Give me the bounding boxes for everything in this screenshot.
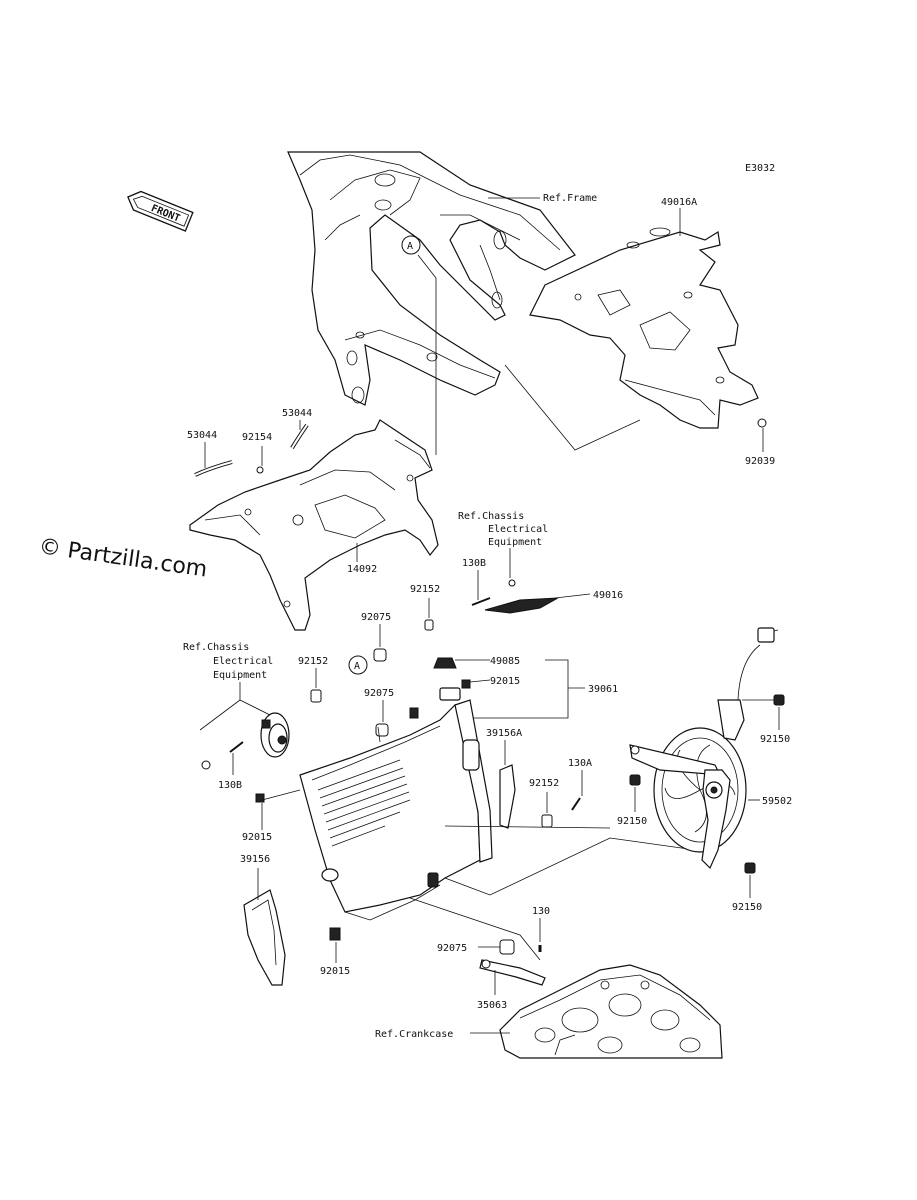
callout-a-bottom-label: A: [354, 661, 360, 672]
bolt-130B-left: 130B: [201, 741, 244, 791]
bolt-130B-top: 130B: [462, 558, 516, 606]
ref-crankcase-label: Ref.Crankcase: [375, 1029, 453, 1040]
frame-illustration: Ref.Frame: [287, 151, 597, 406]
part-59502-label: 59502: [762, 796, 792, 807]
horn-component: [260, 712, 290, 758]
part-49016A-label: 49016A: [661, 197, 697, 208]
part-92075-top-label: 92075: [361, 612, 391, 623]
guard-plate-49016A: 49016A: [529, 197, 759, 429]
ref-frame-label: Ref.Frame: [543, 193, 597, 204]
cap-49085: 49085: [433, 656, 520, 669]
bracket-39061-line: [455, 659, 569, 719]
part-130-label: 130: [532, 906, 550, 917]
stay-35063: 35063: [477, 959, 546, 1011]
part-39061-label: 39061: [588, 684, 618, 695]
crankcase-illustration: Ref.Crankcase: [375, 964, 723, 1059]
grommet-92075-top: 92075: [361, 612, 391, 662]
part-49085-label: 49085: [490, 656, 520, 667]
part-53044-left-label: 53044: [187, 430, 217, 441]
tube-53044-right: 53044: [282, 408, 312, 450]
bolt-92152-left: 92152: [298, 656, 328, 703]
part-92150-left-label: 92150: [617, 816, 647, 827]
grommet-92075-mid: 92075: [364, 688, 394, 737]
part-92154-label: 92154: [242, 432, 272, 443]
part-92039-label: 92039: [745, 456, 775, 467]
connector-line-callout: [417, 254, 437, 279]
part-92150-bottom-label: 92150: [732, 902, 762, 913]
part-39156A-label: 39156A: [486, 728, 522, 739]
callout-a-top: A: [401, 235, 421, 255]
part-130B-top-label: 130B: [462, 558, 486, 569]
pad-49016: 49016: [484, 590, 623, 614]
part-92015-top-label: 92015: [490, 676, 520, 687]
connector-line-stay: [409, 897, 541, 961]
ref-chassis-left-line1: Ref.Chassis: [183, 642, 249, 653]
part-92150-top-label: 92150: [760, 734, 790, 745]
callout-a-bottom: A: [348, 655, 368, 675]
part-92015-left-label: 92015: [242, 832, 272, 843]
part-92075-mid-label: 92075: [364, 688, 394, 699]
part-92152-top-label: 92152: [410, 584, 440, 595]
part-92152-right-label: 92152: [529, 778, 559, 789]
part-130A-label: 130A: [568, 758, 592, 769]
bolt-92152-right: 92152: [529, 778, 559, 828]
part-35063-label: 35063: [477, 1000, 507, 1011]
part-49016-label: 49016: [593, 590, 623, 601]
bolt-130A: 130A: [568, 758, 592, 811]
diagram-code: E3032: [745, 163, 775, 174]
part-14092-label: 14092: [347, 564, 377, 575]
part-92075-bottom-label: 92075: [437, 943, 467, 954]
ref-chassis-left-line3: Equipment: [213, 670, 267, 681]
part-92015-bottom-label: 92015: [320, 966, 350, 977]
shroud-39156: 39156: [240, 854, 286, 986]
nut-92150-top: 92150: [742, 694, 790, 745]
ref-chassis-left-line2: Electrical: [213, 656, 273, 667]
part-39156-label: 39156: [240, 854, 270, 865]
ref-chassis-electrical-left: Ref.Chassis Electrical Equipment: [183, 642, 281, 731]
clip-92015-bottom: 92015: [320, 927, 350, 977]
part-92152-left-label: 92152: [298, 656, 328, 667]
clip-92015-top: 92015: [461, 676, 520, 689]
ref-chassis-top-line1: Ref.Chassis: [458, 511, 524, 522]
ref-chassis-top-line2: Electrical: [488, 524, 548, 535]
radiator-39061: [299, 687, 493, 921]
bracket-14092: 14092: [189, 419, 439, 631]
clip-92015-left: 92015: [242, 789, 301, 843]
ref-chassis-electrical-top: Ref.Chassis Electrical Equipment: [458, 511, 548, 578]
grommet-92075-bottom: 92075: [437, 939, 515, 955]
connector-line-fan: [444, 837, 711, 896]
part-53044-right-label: 53044: [282, 408, 312, 419]
bolt-92039: 92039: [745, 418, 775, 467]
front-arrow-icon: FRONT: [127, 190, 194, 232]
bolt-130: 130: [532, 906, 550, 952]
part-130B-left-label: 130B: [218, 780, 242, 791]
nut-92150-left: 92150: [617, 774, 647, 827]
callout-a-top-label: A: [407, 241, 413, 252]
connector-line-guard: [504, 364, 641, 451]
fan-assembly-59502: 59502: [629, 627, 792, 870]
ref-chassis-top-line3: Equipment: [488, 537, 542, 548]
tube-53044-left: 53044: [187, 430, 233, 477]
shroud-39156A: 39156A: [486, 728, 522, 829]
bolt-92154: 92154: [242, 432, 272, 474]
connector-line-fan-2: [444, 825, 611, 829]
nut-92150-bottom: 92150: [732, 862, 762, 913]
radiator-fins: [317, 759, 411, 847]
watermark-text: © Partzilla.com: [37, 534, 209, 582]
bolt-92152-top: 92152: [410, 584, 440, 631]
